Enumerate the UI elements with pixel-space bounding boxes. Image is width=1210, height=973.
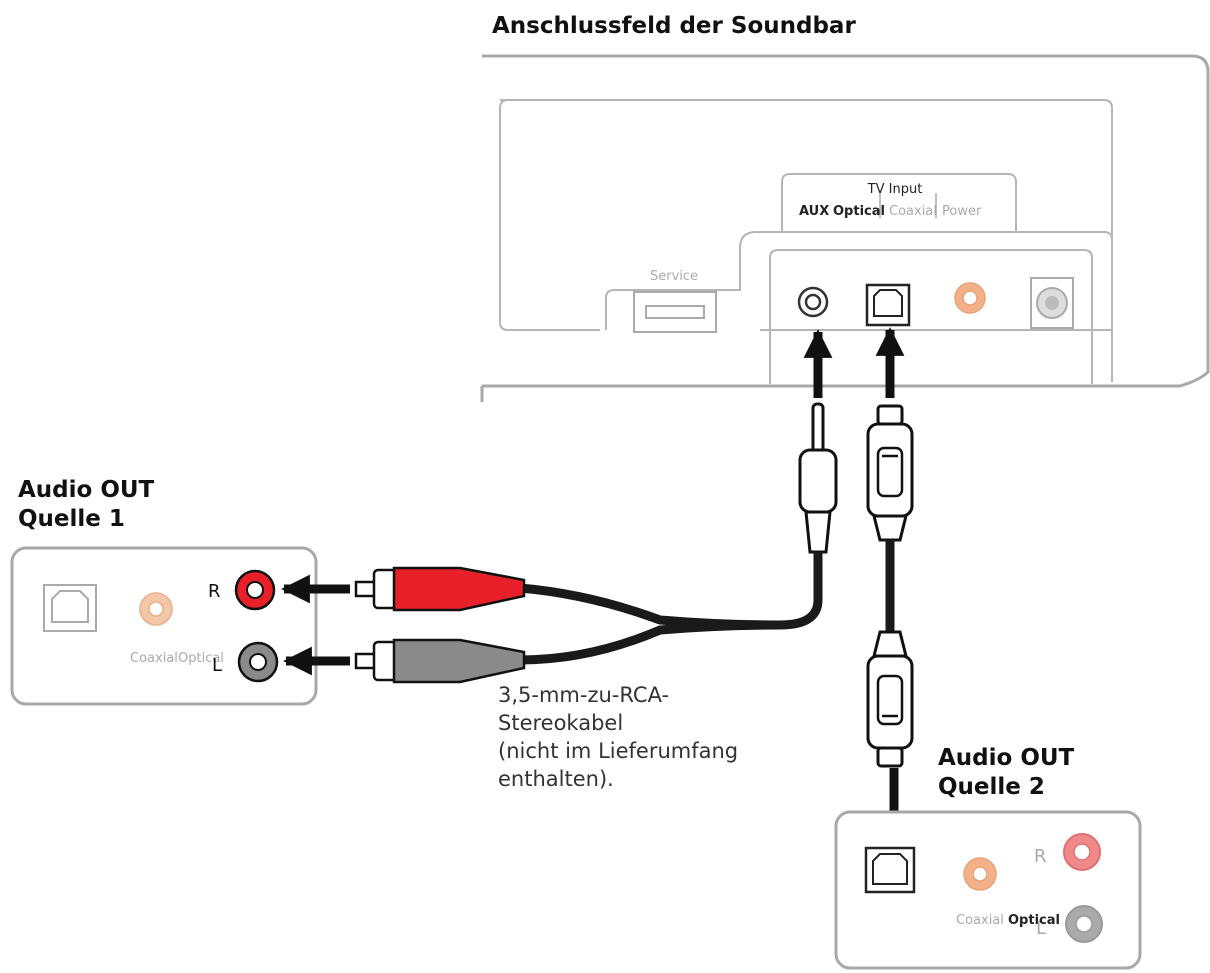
service-label: Service xyxy=(650,269,698,284)
source2-panel: Coaxial Optical R L xyxy=(834,810,1142,970)
cable-caption-line2: Stereokabel xyxy=(498,710,624,735)
cable-grey xyxy=(519,620,781,665)
coaxial-label: Coaxial xyxy=(889,204,937,219)
rca-jack-grey-icon xyxy=(237,641,279,683)
soundbar-title: Anschlussfeld der Soundbar xyxy=(492,13,856,39)
cable-caption-line4: enthalten). xyxy=(498,766,614,791)
source1-optical-label: Optical xyxy=(178,651,224,666)
source2-r-label: R xyxy=(1034,846,1047,867)
service-recess xyxy=(605,231,1113,382)
source2-title: Audio OUT Quelle 2 xyxy=(938,744,1074,802)
aux-label: AUX xyxy=(799,204,829,219)
coaxial-port-icon xyxy=(954,282,986,314)
source1-panel: Coaxial Optical R L xyxy=(10,546,318,706)
source1-title-line2: Quelle 1 xyxy=(18,505,125,532)
soundbar-panel: TV Input AUX Optical Coaxial Power Servi… xyxy=(480,54,1210,402)
optical-plug-top-tip xyxy=(876,404,904,426)
rca-plug-grey xyxy=(354,638,526,684)
aux-jack-icon xyxy=(797,286,829,318)
tv-input-bracket xyxy=(781,173,1017,232)
optical-port-icon xyxy=(865,283,911,327)
source1-l-label: L xyxy=(212,655,222,676)
coaxial-port-icon xyxy=(139,592,173,626)
source2-l-label: L xyxy=(1036,918,1046,939)
power-port-icon xyxy=(1030,277,1074,329)
stereo-cable xyxy=(354,402,838,684)
optical-plug-bottom-grip xyxy=(876,674,904,726)
usb-service-port-icon xyxy=(633,291,717,333)
jack-tip xyxy=(811,402,825,454)
jack-strain xyxy=(804,510,832,554)
rca-jack-red-icon xyxy=(234,569,276,611)
source1-coaxial-label: Coaxial xyxy=(130,651,178,666)
port-box xyxy=(769,249,1093,384)
optical-plug-bottom-tip xyxy=(876,746,904,768)
optical-port-icon xyxy=(43,584,97,632)
soundbar-outline xyxy=(482,54,1210,388)
optical-cable xyxy=(866,404,914,768)
optical-label: Optical xyxy=(833,204,885,219)
coaxial-port-icon xyxy=(963,857,997,891)
source1-title: Audio OUT Quelle 1 xyxy=(18,476,154,534)
source2-title-line2: Quelle 2 xyxy=(938,773,1045,800)
source2-optical-label: Optical xyxy=(1008,913,1060,928)
source2-coaxial-label: Coaxial xyxy=(956,913,1004,928)
source2-title-line1: Audio OUT xyxy=(938,745,1075,771)
optical-plug-top-grip xyxy=(876,446,904,498)
cable-caption-line3: (nicht im Lieferumfang xyxy=(498,738,739,763)
jack-body xyxy=(798,448,838,514)
optical-port-icon xyxy=(864,846,916,894)
rca-jack-red-icon xyxy=(1063,833,1101,871)
power-label: Power xyxy=(942,204,982,219)
cable-caption-line1: 3,5-mm-zu-RCA- xyxy=(498,683,670,707)
rca-jack-grey-icon xyxy=(1065,905,1103,943)
rca-plug-red xyxy=(354,566,526,612)
cable-caption: 3,5-mm-zu-RCA- Stereokabel (nicht im Lie… xyxy=(498,682,738,794)
cable-red xyxy=(519,552,823,630)
source1-r-label: R xyxy=(208,581,221,602)
tv-input-label: TV Input xyxy=(867,182,923,197)
source1-title-line1: Audio OUT xyxy=(18,477,155,503)
